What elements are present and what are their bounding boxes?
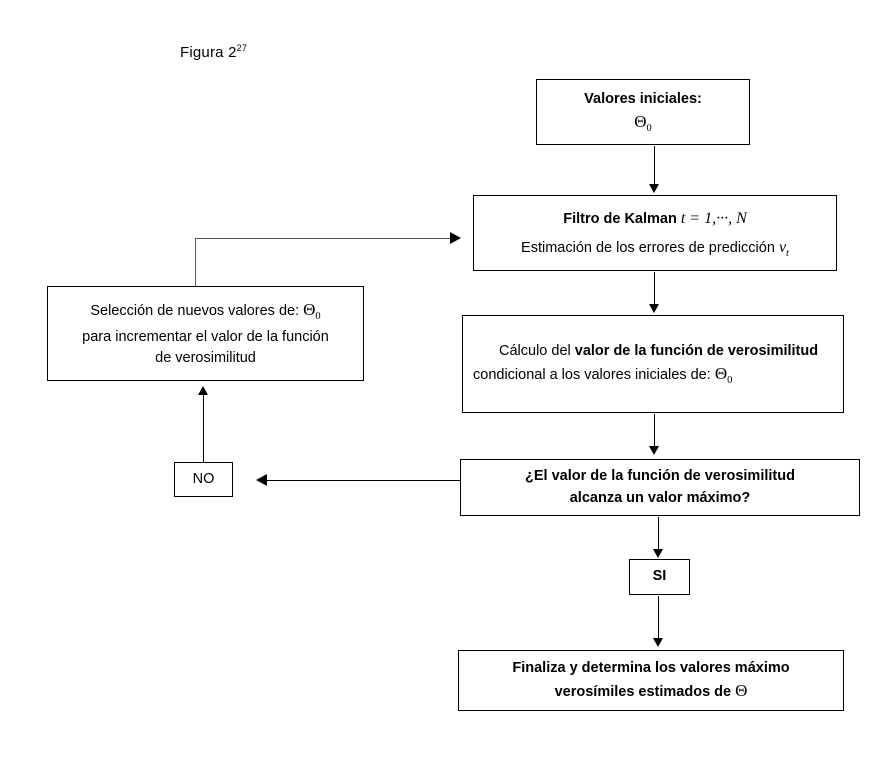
connector-line bbox=[654, 414, 655, 448]
theta-symbol: Θ bbox=[303, 299, 316, 319]
theta-subscript: 0 bbox=[315, 310, 321, 322]
node-kalman-filter-line1: Filtro de Kalman t = 1,···, N bbox=[474, 207, 836, 230]
connector-line bbox=[654, 272, 655, 306]
theta-symbol: Θ bbox=[735, 680, 748, 700]
theta-subscript: 0 bbox=[727, 375, 733, 387]
node-selection-line3: de verosimilitud bbox=[155, 350, 256, 367]
connector-line bbox=[203, 394, 204, 462]
connector-line bbox=[266, 480, 460, 481]
likelihood-seg1: Cálculo del bbox=[499, 343, 575, 360]
node-initial-values-line1: Valores iniciales: bbox=[584, 91, 702, 108]
theta-symbol: Θ bbox=[634, 112, 647, 132]
node-final-line2-text: verosímiles estimados de bbox=[554, 683, 732, 700]
node-decision-max-likelihood: ¿El valor de la función de verosimilitud… bbox=[460, 459, 860, 516]
likelihood-seg2: valor de la función de verosimilitud bbox=[574, 343, 819, 360]
arrowhead-down-icon bbox=[649, 446, 659, 455]
node-likelihood-text: Cálculo del valor de la función de veros… bbox=[463, 341, 843, 387]
node-select-new-values: Selección de nuevos valores de: Θ0 para … bbox=[47, 286, 364, 381]
node-no-branch: NO bbox=[174, 462, 233, 497]
node-kalman-filter: Filtro de Kalman t = 1,···, N Estimación… bbox=[473, 195, 837, 271]
connector-line bbox=[658, 517, 659, 551]
node-kalman-filter-line2: Estimación de los errores de predicción … bbox=[474, 236, 836, 259]
node-no-label: NO bbox=[192, 470, 215, 487]
node-final-line1: Finaliza y determina los valores máximo bbox=[512, 659, 790, 676]
node-likelihood-calculation: Cálculo del valor de la función de veros… bbox=[462, 315, 844, 413]
figure-caption-text: Figura 2 bbox=[180, 44, 237, 61]
node-initial-values: Valores iniciales: Θ0 bbox=[536, 79, 750, 145]
node-selection-line1: Selección de nuevos valores de: Θ0 bbox=[48, 298, 363, 323]
connector-line bbox=[654, 146, 655, 186]
node-yes-branch: SI bbox=[629, 559, 690, 595]
prediction-error-subscript: t bbox=[786, 247, 789, 259]
arrowhead-right-icon bbox=[450, 232, 461, 244]
connector-line-horizontal bbox=[195, 238, 452, 239]
node-decision-line1: ¿El valor de la función de verosimilitud bbox=[525, 468, 795, 485]
node-selection-line1-text: Selección de nuevos valores de: bbox=[90, 302, 300, 319]
likelihood-seg3: condicional a los valores iniciales de: bbox=[473, 367, 711, 384]
node-initial-values-line2: Θ0 bbox=[537, 110, 749, 135]
node-kalman-filter-label: Filtro de Kalman bbox=[563, 210, 677, 227]
node-final-line2: verosímiles estimados de Θ bbox=[459, 679, 843, 704]
theta-subscript: 0 bbox=[646, 123, 652, 135]
node-selection-line2: para incrementar el valor de la función bbox=[82, 329, 329, 346]
arrowhead-left-icon bbox=[256, 474, 267, 486]
kalman-range-math: t = 1,···, N bbox=[680, 209, 747, 227]
arrowhead-up-icon bbox=[198, 386, 208, 395]
node-final-result: Finaliza y determina los valores máximo … bbox=[458, 650, 844, 711]
arrowhead-down-icon bbox=[649, 184, 659, 193]
theta-symbol: Θ bbox=[714, 364, 728, 384]
arrowhead-down-icon bbox=[653, 638, 663, 647]
arrowhead-down-icon bbox=[653, 549, 663, 558]
figure-caption-footnote: 27 bbox=[236, 43, 248, 53]
node-kalman-filter-line2-text: Estimación de los errores de predicción bbox=[521, 240, 775, 256]
connector-line-vertical bbox=[195, 238, 196, 287]
connector-line bbox=[658, 596, 659, 640]
arrowhead-down-icon bbox=[649, 304, 659, 313]
node-decision-line2: alcanza un valor máximo? bbox=[569, 489, 751, 506]
prediction-error-symbol: v bbox=[778, 239, 787, 256]
node-si-label: SI bbox=[652, 568, 667, 585]
figure-caption: Figura 227 bbox=[180, 43, 248, 62]
